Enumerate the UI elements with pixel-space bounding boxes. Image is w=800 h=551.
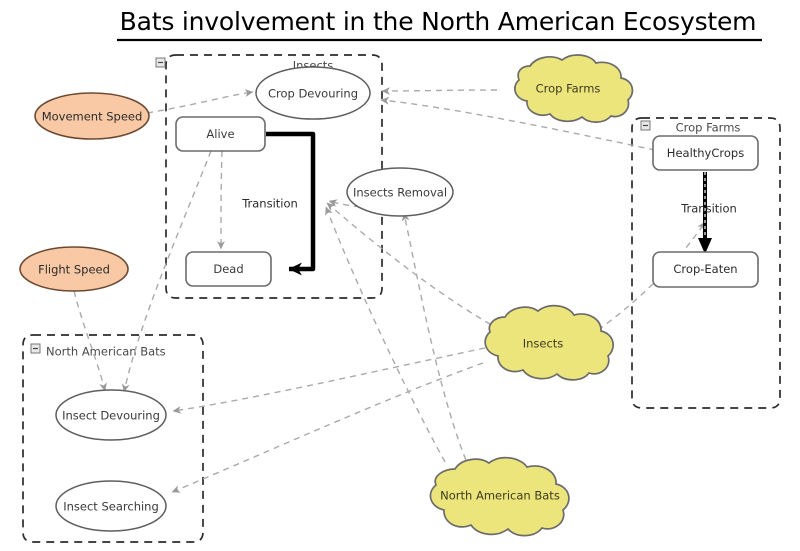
minus-square-icon[interactable] <box>640 120 651 131</box>
cloud-node-north-american-bats[interactable]: North American Bats <box>429 456 570 537</box>
insects-removal-label: Insects Removal <box>353 186 447 200</box>
flight-speed-ellipse <box>19 246 129 292</box>
link-flight-speed-to-insect-devouring <box>73 290 107 392</box>
link-layer <box>73 87 706 493</box>
link-insects-cloud-to-insect-devouring <box>172 347 486 414</box>
flight-speed-label: Flight Speed <box>38 263 110 277</box>
insects-removal-ellipse <box>346 167 454 217</box>
healthy-crops-label: HealthyCrops <box>667 146 744 160</box>
crop-farms-container[interactable]: Crop Farms <box>631 117 781 409</box>
healthy-crops-box <box>652 135 759 171</box>
link-bats-cloud-to-transition-insects <box>325 206 446 463</box>
process-node-insects-removal[interactable]: Insects Removal <box>346 167 454 217</box>
alive-box <box>175 116 266 152</box>
transition-insects-edge: Transition <box>241 131 316 276</box>
link-insects-cloud-to-insect-searching <box>171 362 484 493</box>
cloud-node-insects[interactable]: Insects <box>484 304 615 381</box>
north-american-bats-container-label: North American Bats <box>46 345 166 359</box>
state-node-healthy-crops[interactable]: HealthyCrops <box>652 135 759 171</box>
process-node-insect-devouring[interactable]: Insect Devouring <box>55 389 167 441</box>
movement-speed-ellipse <box>34 92 150 140</box>
transition-crops-label: Transition <box>680 202 737 216</box>
link-healthy-crops-to-crop-devouring <box>380 96 656 151</box>
insect-searching-label: Insect Searching <box>63 500 159 514</box>
link-alive-to-insect-devouring <box>121 150 212 393</box>
minus-square-icon[interactable] <box>155 57 166 68</box>
state-node-dead[interactable]: Dead <box>185 251 272 287</box>
insects-cloud-shape <box>484 304 615 381</box>
insect-devouring-label: Insect Devouring <box>62 409 160 423</box>
crop-eaten-box <box>652 251 759 288</box>
link-alive-to-dead <box>217 150 225 250</box>
link-bats-cloud-to-insects-removal <box>401 212 471 471</box>
link-crop-farms-cloud-to-crop-devouring <box>381 87 498 95</box>
cloud-node-crop-farms[interactable]: Crop Farms <box>514 54 634 123</box>
dead-box <box>185 251 272 287</box>
transition-crops-edge: Transition <box>680 172 737 254</box>
insects-cloud-label: Insects <box>523 337 564 351</box>
state-node-alive[interactable]: Alive <box>175 116 266 152</box>
process-node-crop-devouring[interactable]: Crop Devouring <box>255 66 371 120</box>
page-title: Bats involvement in the North American E… <box>117 7 762 42</box>
dead-label: Dead <box>213 262 243 276</box>
crops-transition-arrowhead <box>698 238 712 254</box>
north-american-bats-cloud-shape <box>429 456 570 537</box>
parameter-node-movement-speed[interactable]: Movement Speed <box>34 92 150 140</box>
crop-devouring-label: Crop Devouring <box>268 87 358 101</box>
link-insects-cloud-to-transition-insects <box>326 202 501 331</box>
insect-devouring-ellipse <box>55 389 167 441</box>
crop-farms-cloud-label: Crop Farms <box>536 82 601 96</box>
movement-speed-label: Movement Speed <box>42 110 143 124</box>
minus-square-icon[interactable] <box>30 343 41 354</box>
alive-label: Alive <box>206 127 234 141</box>
alive-to-dead-transition-path <box>266 131 316 276</box>
state-node-crop-eaten[interactable]: Crop-Eaten <box>652 251 759 288</box>
crop-devouring-ellipse <box>255 66 371 120</box>
north-american-bats-cloud-label: North American Bats <box>440 489 560 503</box>
north-american-bats-container-border <box>22 334 204 543</box>
transition-insects-label: Transition <box>241 197 298 211</box>
crop-farms-container-label: Crop Farms <box>676 121 741 135</box>
insect-searching-ellipse <box>55 480 167 532</box>
process-node-insect-searching[interactable]: Insect Searching <box>55 480 167 532</box>
crop-eaten-label: Crop-Eaten <box>673 262 737 276</box>
title-text: Bats involvement in the North American E… <box>120 7 757 36</box>
parameter-node-flight-speed[interactable]: Flight Speed <box>19 246 129 292</box>
link-movement-speed-to-crop-devouring <box>146 89 254 114</box>
crop-farms-cloud-shape <box>514 54 634 123</box>
insects-container-border <box>165 54 383 299</box>
